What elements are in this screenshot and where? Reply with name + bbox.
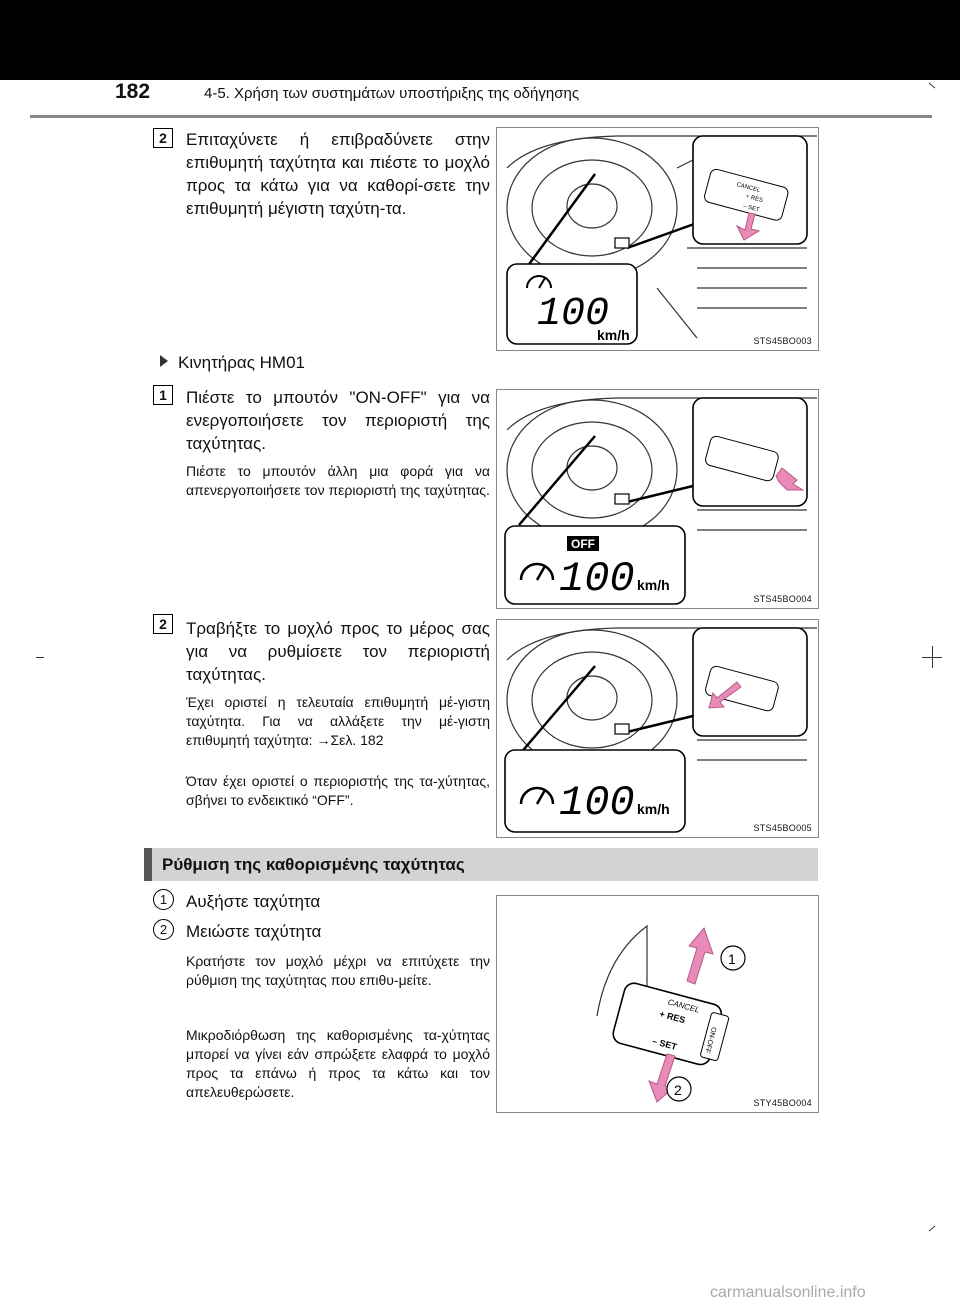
- cockpit-illustration: OFF 100 km/h: [504, 397, 817, 605]
- figure-code: STS45BO003: [753, 336, 812, 346]
- step-number-box: 1: [153, 385, 173, 405]
- speedometer-icon: [526, 275, 552, 289]
- engine-bullet: Κινητήρας HM01: [160, 353, 305, 373]
- cockpit-illustration: 100 km/h: [504, 627, 817, 833]
- speed-display: 100: [537, 292, 609, 337]
- figure-code: STY45BO004: [753, 1098, 812, 1108]
- crop-mark: [36, 657, 44, 658]
- lever-illustration: CANCEL + RES – SET ON-OFF 1 2: [596, 924, 746, 1103]
- callout-1: 1: [728, 951, 736, 967]
- step-number-box: 2: [153, 614, 173, 634]
- figure-code: STS45BO005: [753, 823, 812, 833]
- unit-label: km/h: [637, 577, 670, 593]
- arrow-pull-icon: [708, 681, 742, 709]
- arrow-press-icon: [775, 467, 805, 491]
- off-badge: OFF: [571, 537, 595, 551]
- step-number-box: 2: [153, 128, 173, 148]
- figure-code: STS45BO004: [753, 594, 812, 604]
- top-black-band: [0, 0, 960, 80]
- item-text: Μειώστε ταχύτητα: [186, 922, 322, 941]
- speedometer-icon: [519, 786, 555, 805]
- section-note: Μικροδιόρθωση της καθορισμένης τα-χύτητα…: [186, 1027, 490, 1100]
- crop-mark: [928, 82, 936, 89]
- triangle-bullet-icon: [160, 355, 168, 367]
- speedometer-icon: [519, 562, 555, 581]
- speed-display: 100: [559, 779, 635, 827]
- watermark: carmanualsonline.info: [710, 1284, 866, 1301]
- figure-set-speed: CANCEL + RES – SET 100 km/h STS45BO003: [496, 127, 819, 351]
- step-text: Επιταχύνετε ή επιβραδύνετε στην επιθυμητ…: [186, 130, 490, 218]
- step-text: Πιέστε το μπουτόν "ON-OFF" για να ενεργο…: [186, 388, 490, 453]
- crop-mark: [932, 646, 933, 668]
- arrow-up-icon: [686, 926, 714, 985]
- figure-adjust-speed: CANCEL + RES – SET ON-OFF 1 2 STY45BO004: [496, 895, 819, 1113]
- engine-bullet-label: Κινητήρας HM01: [178, 353, 306, 372]
- section-note: Κρατήστε τον μοχλό μέχρι να επιτύχετε τη…: [186, 953, 490, 988]
- figure-on-off: OFF 100 km/h STS45BO004: [496, 389, 819, 609]
- header-rule: [30, 115, 932, 118]
- arrow-down-icon: [735, 212, 761, 241]
- item-text: Αυξήστε ταχύτητα: [186, 892, 321, 911]
- callout-2: 2: [674, 1082, 682, 1098]
- step-note: Έχει οριστεί η τελευταία επιθυμητή μέ-γι…: [186, 694, 490, 748]
- step-text: Τραβήξτε το μοχλό προς το μέρος σας για …: [186, 619, 490, 684]
- figure-set-limiter: 100 km/h STS45BO005: [496, 619, 819, 838]
- section-title: Ρύθμιση της καθορισμένης ταχύτητας: [144, 848, 818, 881]
- step-note: Όταν έχει οριστεί ο περιοριστής της τα-χ…: [186, 773, 490, 808]
- cockpit-illustration: CANCEL + RES – SET 100 km/h: [506, 135, 817, 345]
- lever-res-label: + RES: [745, 194, 763, 204]
- speed-display: 100: [559, 555, 635, 603]
- lever-set-label: – SET: [742, 203, 760, 213]
- item-number-circle: 2: [153, 919, 174, 940]
- item-number-circle: 1: [153, 889, 174, 910]
- unit-label: km/h: [597, 327, 630, 343]
- page-number: 182: [115, 80, 151, 103]
- crop-mark: [928, 1225, 936, 1232]
- unit-label: km/h: [637, 801, 670, 817]
- chapter-title: 4-5. Χρήση των συστημάτων υποστήριξης τη…: [204, 85, 580, 102]
- step-note: Πιέστε το μπουτόν άλλη μια φορά για να α…: [186, 463, 490, 498]
